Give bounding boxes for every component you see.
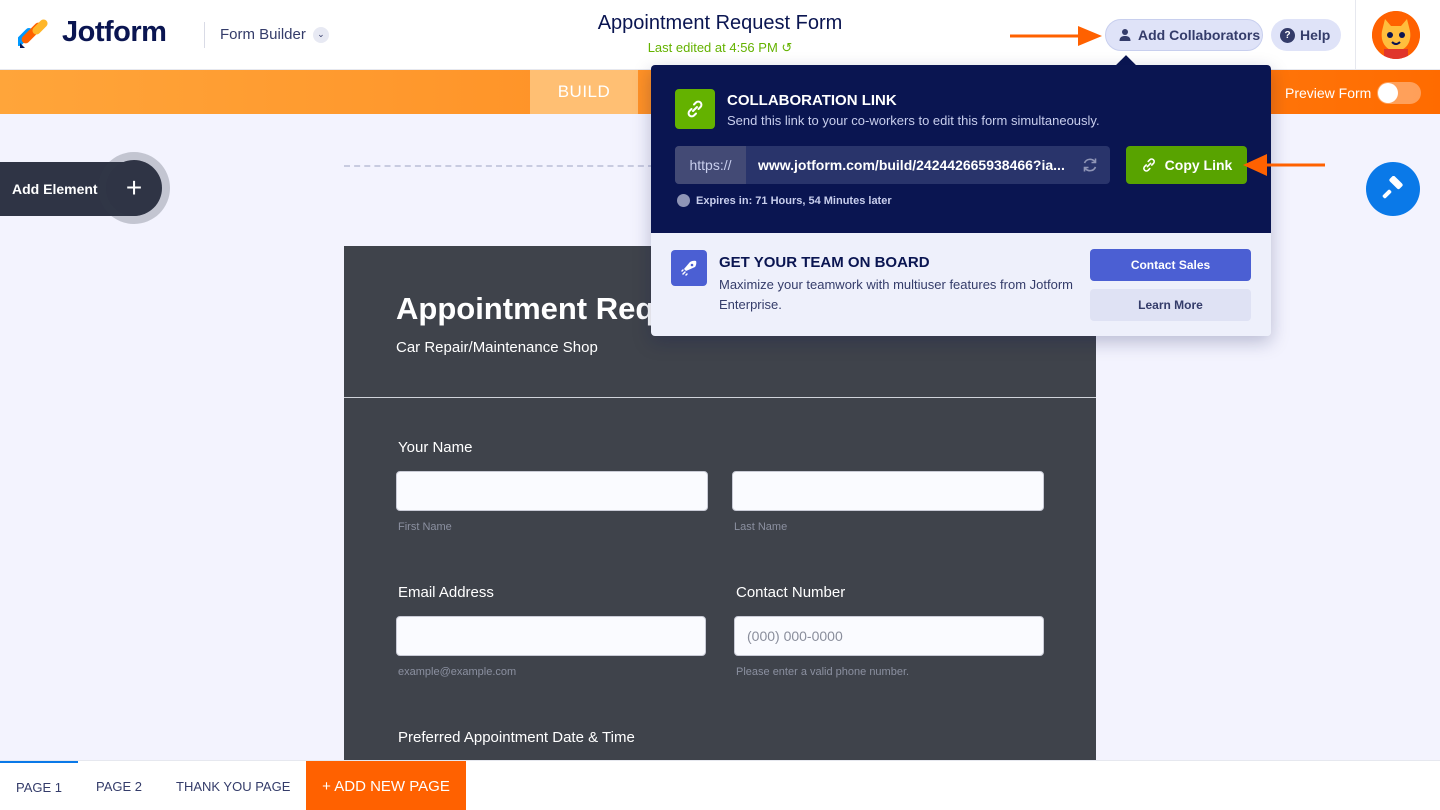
team-description: Maximize your teamwork with multiuser fe…: [719, 277, 1073, 312]
contact-sales-button[interactable]: Contact Sales: [1090, 249, 1251, 281]
form-header[interactable]: Appointment Req Car Repair/Maintenance S…: [344, 246, 1096, 398]
form-designer-button[interactable]: [1366, 162, 1420, 216]
paint-roller-icon: [1382, 176, 1403, 199]
plus-icon: +: [106, 160, 162, 216]
add-element-label: Add Element: [12, 181, 98, 197]
jotform-logo-icon: [18, 18, 48, 48]
page-tab-1[interactable]: PAGE 1: [0, 761, 78, 810]
page-bar: PAGE 1 PAGE 2 THANK YOU PAGE + ADD NEW P…: [0, 760, 1440, 810]
page-tab-2[interactable]: PAGE 2: [96, 778, 143, 794]
add-collaborators-label: Add Collaborators: [1138, 27, 1261, 43]
add-element-plus[interactable]: +: [98, 152, 170, 224]
refresh-icon[interactable]: [1070, 146, 1110, 184]
collaboration-popover: COLLABORATION LINK Send this link to you…: [651, 65, 1271, 336]
name-label: Your Name: [398, 439, 473, 456]
link-expiry: Expires in: 71 Hours, 54 Minutes later: [677, 194, 892, 207]
team-upsell-section: GET YOUR TEAM ON BOARD Maximize your tea…: [651, 233, 1271, 336]
first-name-input[interactable]: [396, 471, 708, 511]
chevron-down-icon: ⌄: [312, 26, 329, 43]
form-builder-label: Form Builder: [220, 26, 306, 43]
copy-link-label: Copy Link: [1164, 157, 1233, 173]
preview-toggle-switch[interactable]: [1377, 82, 1422, 104]
history-icon[interactable]: ↺: [781, 40, 793, 55]
clock-icon: [677, 194, 690, 207]
help-label: Help: [1300, 27, 1331, 43]
help-icon: ?: [1280, 27, 1295, 43]
copy-link-button[interactable]: Copy Link: [1126, 146, 1247, 184]
last-edited: Last edited at 4:56 PM ↺: [520, 40, 920, 56]
brand-name: Jotform: [62, 16, 167, 48]
preview-form-label: Preview Form: [1285, 85, 1372, 101]
contact-hint: Please enter a valid phone number.: [736, 666, 910, 678]
preview-form-toggle[interactable]: Preview Form: [1285, 82, 1422, 104]
arrow-annotation-icon: [1010, 26, 1102, 46]
drop-zone-divider: [344, 165, 654, 167]
page-tab-thank-you[interactable]: THANK YOU PAGE: [176, 778, 291, 794]
url-value[interactable]: www.jotform.com/build/242442665938466?ia…: [758, 157, 1065, 173]
last-edited-text: Last edited at 4:56 PM: [647, 40, 778, 55]
collaboration-link-heading: COLLABORATION LINK: [727, 92, 897, 109]
add-new-page-button[interactable]: + ADD NEW PAGE: [306, 761, 466, 810]
last-name-hint: Last Name: [734, 521, 788, 533]
rocket-icon: [671, 250, 707, 286]
add-collaborators-button[interactable]: Add Collaborators: [1105, 19, 1263, 51]
help-button[interactable]: ? Help: [1271, 19, 1341, 51]
email-label: Email Address: [398, 584, 494, 601]
contact-label: Contact Number: [736, 584, 846, 601]
learn-more-button[interactable]: Learn More: [1090, 289, 1251, 321]
link-icon: [1142, 158, 1155, 172]
form-title-area: Appointment Request Form Last edited at …: [520, 12, 920, 56]
avatar-icon: [1372, 11, 1420, 59]
url-prefix: https://: [675, 146, 746, 184]
form-heading: Appointment Req: [396, 291, 655, 326]
jotform-logo[interactable]: Jotform: [18, 16, 167, 49]
form-builder-menu[interactable]: Form Builder ⌄: [220, 26, 329, 43]
email-hint: example@example.com: [398, 666, 517, 678]
team-heading: GET YOUR TEAM ON BOARD: [719, 254, 930, 271]
first-name-hint: First Name: [398, 521, 452, 533]
arrow-annotation-icon: [1243, 154, 1325, 176]
collaboration-url-field[interactable]: https:// www.jotform.com/build/242442665…: [675, 146, 1110, 184]
top-header: Jotform Form Builder ⌄ Appointment Reque…: [0, 0, 1440, 70]
email-field[interactable]: [396, 616, 706, 656]
collaboration-link-section: COLLABORATION LINK Send this link to you…: [651, 65, 1271, 233]
link-icon: [675, 89, 715, 129]
form-subheading: Car Repair/Maintenance Shop: [396, 339, 598, 356]
form-title[interactable]: Appointment Request Form: [597, 12, 843, 34]
header-divider: [204, 22, 205, 48]
expiry-text: Expires in: 71 Hours, 54 Minutes later: [696, 194, 892, 207]
contact-number-field[interactable]: (000) 000-0000: [734, 616, 1044, 656]
user-icon: [1119, 29, 1131, 41]
collaboration-link-description: Send this link to your co-workers to edi…: [727, 113, 1100, 128]
avatar[interactable]: [1372, 11, 1420, 59]
last-name-input[interactable]: [732, 471, 1044, 511]
header-divider-right: [1355, 0, 1356, 70]
appointment-date-label: Preferred Appointment Date & Time: [398, 729, 635, 746]
tab-build[interactable]: BUILD: [530, 70, 638, 114]
